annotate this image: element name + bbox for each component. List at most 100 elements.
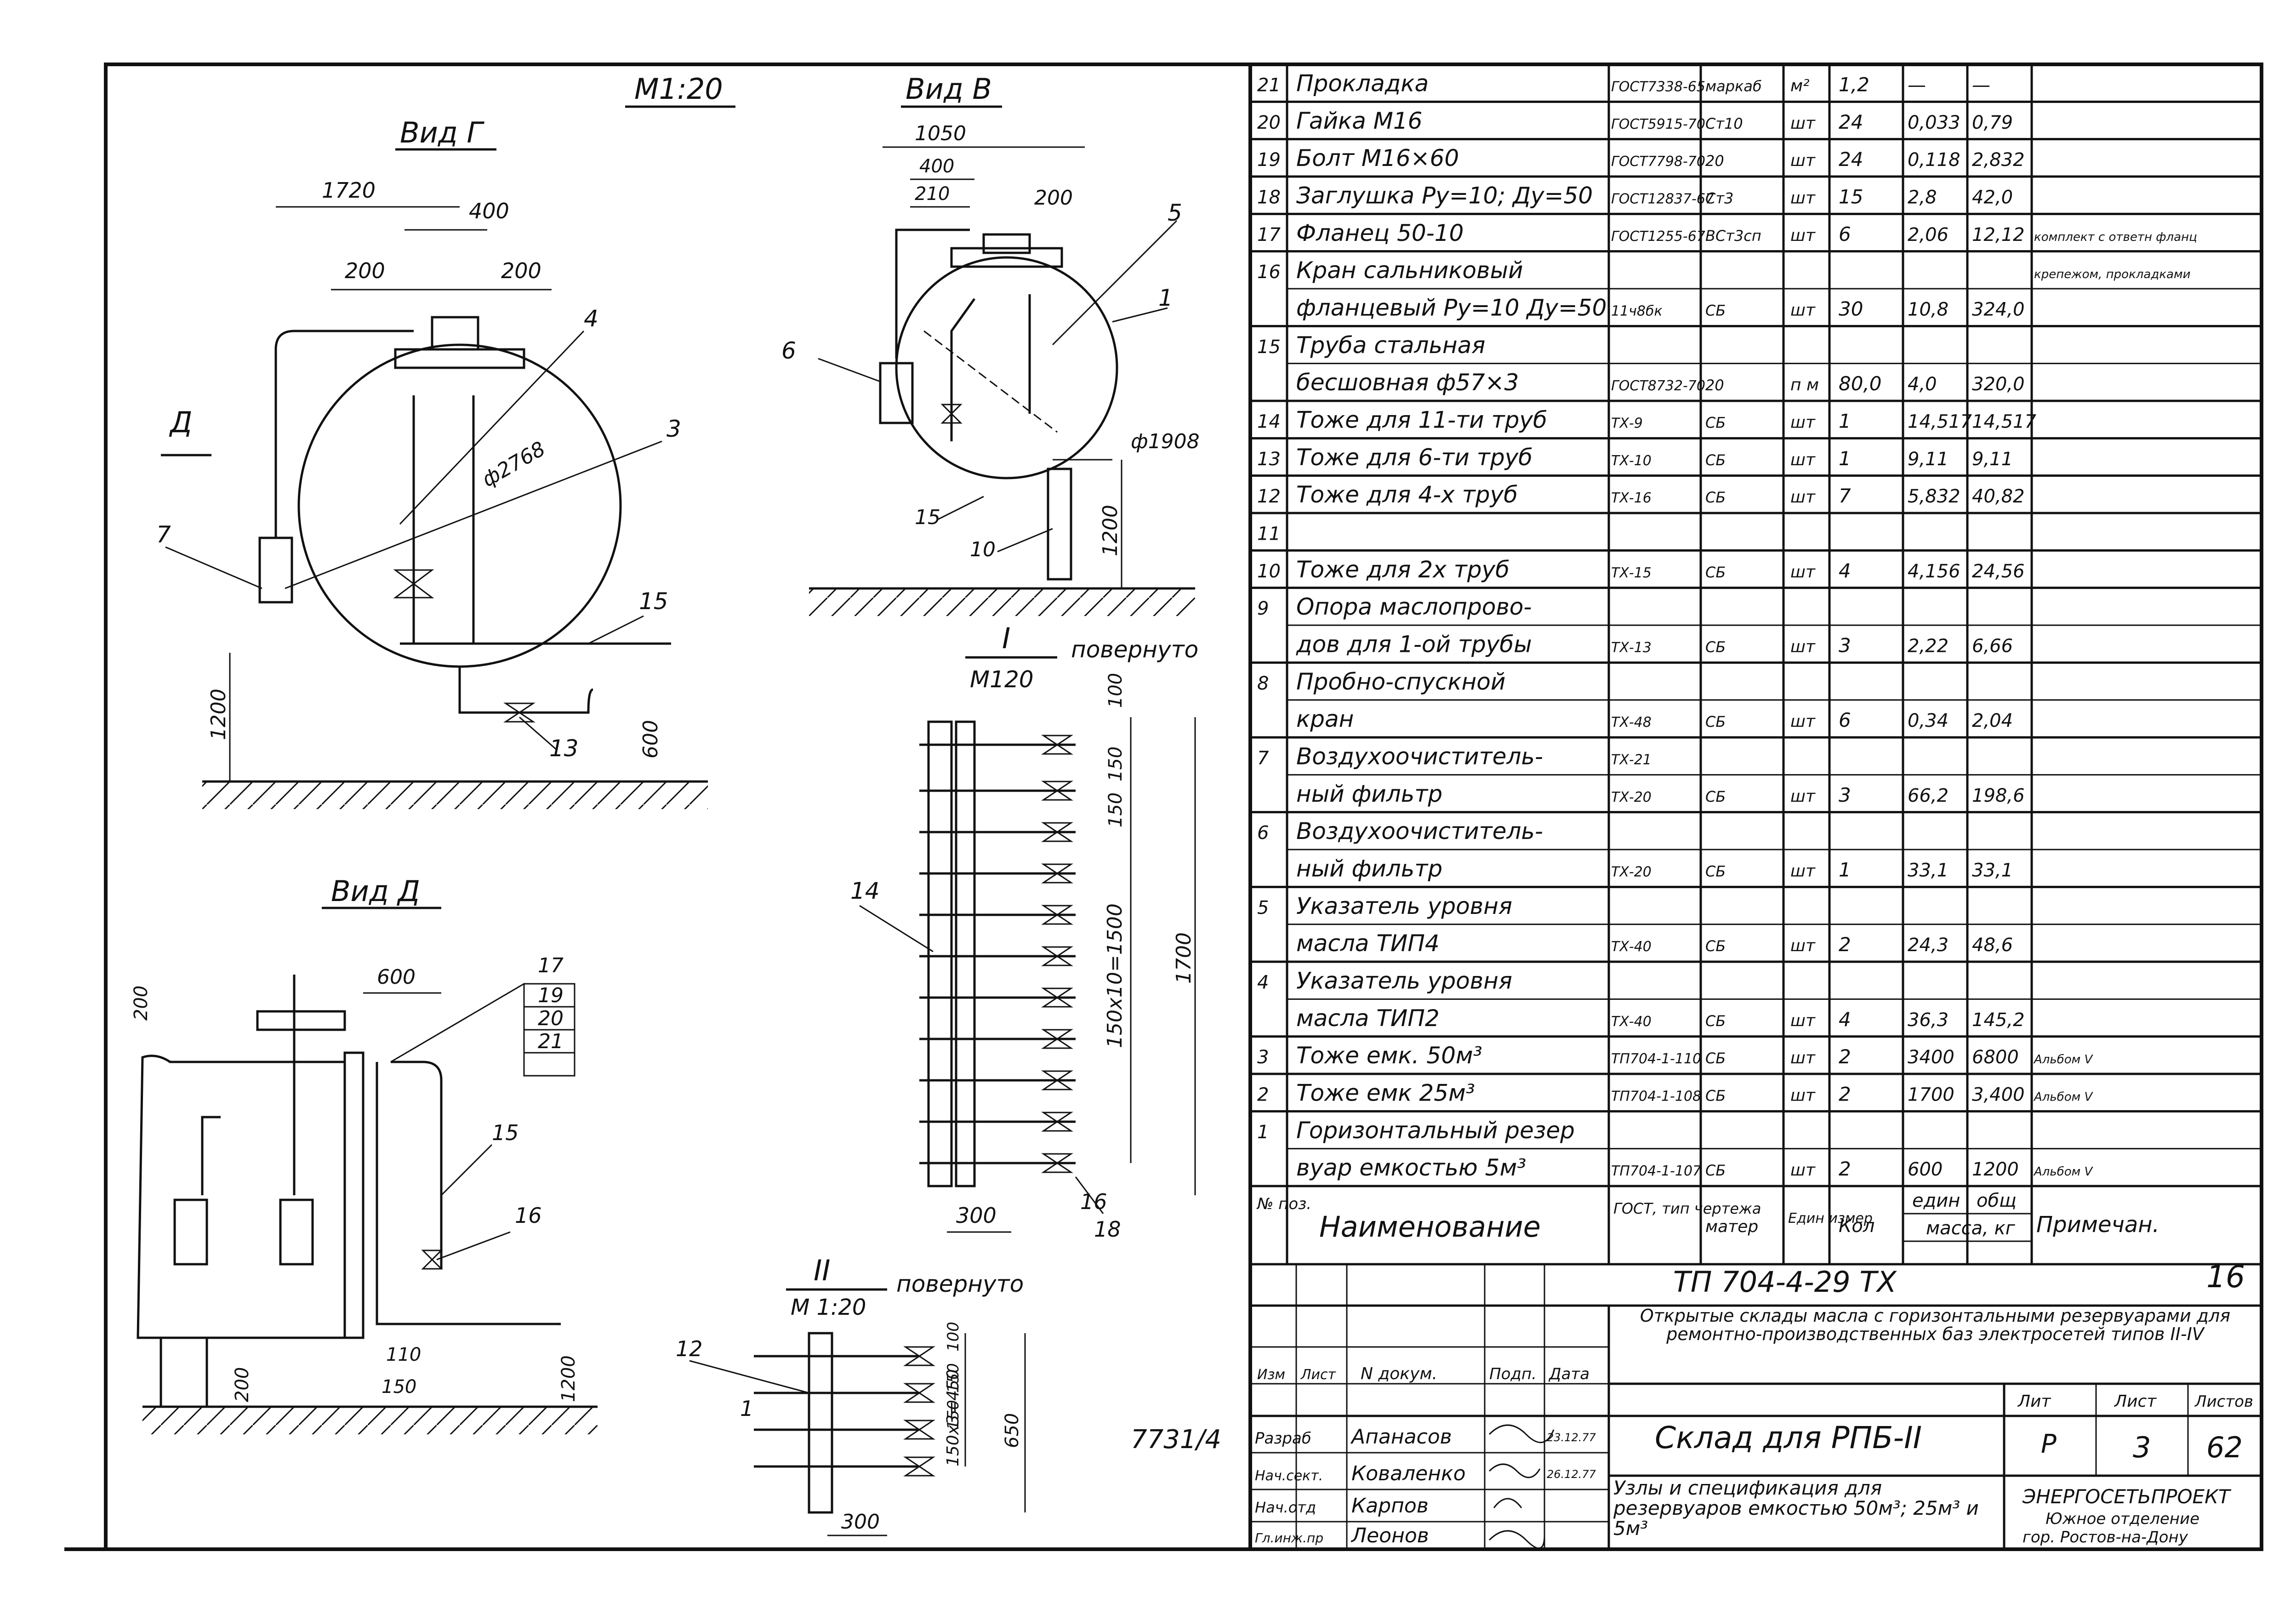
- spec-cell-name: дов для 1-ой трубы: [1296, 631, 1532, 658]
- spec-cell-m2: 145,2: [1972, 1010, 2025, 1031]
- spec-cell-name: Указатель уровня: [1296, 893, 1512, 919]
- spec-cell-pos: 11: [1257, 524, 1281, 545]
- callout-6: 6: [781, 337, 796, 364]
- signature-2: [1493, 1498, 1522, 1508]
- section-1-rotated: повернуто: [1071, 636, 1198, 663]
- spec-cell-unit: м²: [1790, 77, 1810, 96]
- object-name: Склад для РПБ-II: [1655, 1420, 1922, 1455]
- spec-cell-m1: 5,832: [1908, 486, 1960, 507]
- name-2: Карпов: [1351, 1494, 1429, 1518]
- spec-cell-m2: 2,832: [1972, 149, 2025, 171]
- dim-text: 150: [1105, 793, 1126, 827]
- spec-cell-name: Тоже емк. 50м³: [1296, 1042, 1482, 1069]
- dim-text: 400: [469, 199, 509, 223]
- spec-cell-m2: 48,6: [1972, 935, 2013, 956]
- spec-cell-m2: 33,1: [1972, 860, 2013, 881]
- air-filter: [258, 536, 293, 604]
- sheet-frame: [104, 63, 2263, 1551]
- spec-cell-qty: 6: [1839, 709, 1851, 731]
- callout-18: 18: [1094, 1217, 1121, 1242]
- dim-text: 100: [1105, 673, 1126, 708]
- spec-cell-name: масла ТИП2: [1296, 1005, 1440, 1032]
- scale-main: М1:20: [634, 72, 723, 106]
- spec-cell-mat: СБ: [1705, 489, 1726, 506]
- spec-cell-unit: шт: [1790, 413, 1816, 432]
- sheets-value: 62: [2206, 1431, 2243, 1464]
- section-1-scale: М120: [970, 666, 1034, 693]
- spec-cell-unit: шт: [1790, 1086, 1816, 1105]
- signature-0: [1488, 1424, 1555, 1444]
- spec-cell-m2: 1200: [1972, 1159, 2019, 1180]
- tank-shell: [297, 343, 622, 668]
- spec-cell-pos: 2: [1257, 1084, 1269, 1106]
- section-1-mark: I: [1002, 622, 1010, 655]
- dim-text: 1200: [1099, 505, 1122, 556]
- spec-cell-name: Кран сальниковый: [1296, 257, 1523, 284]
- dim-text: 1200: [207, 689, 230, 740]
- dim-text: 400: [919, 156, 954, 177]
- spec-cell-m1: 0,118: [1908, 149, 1960, 171]
- spec-cell-m1: 14,517: [1908, 411, 1972, 433]
- contents: Узлы и спецификация для резервуаров емко…: [1613, 1478, 1979, 1540]
- branch-valves: [919, 735, 1076, 1173]
- dim-text: 150: [1105, 747, 1126, 782]
- spec-cell-unit: п м: [1790, 376, 1819, 394]
- spec-cell-m2: 320,0: [1972, 374, 2025, 395]
- spec-cell-m2: 3,400: [1972, 1084, 2025, 1106]
- spec-cell-mat: 20: [1705, 377, 1724, 394]
- spec-cell-qty: 15: [1839, 186, 1863, 208]
- spec-cell-qty: 2: [1839, 1045, 1851, 1068]
- spec-cell-name: Тоже для 2х труб: [1296, 556, 1510, 583]
- callout-19: 19: [538, 984, 564, 1007]
- spec-cell-name: Указатель уровня: [1296, 968, 1512, 994]
- spec-cell-mat: СБ: [1705, 451, 1726, 469]
- spec-cell-name: вуар емкостью 5м³: [1296, 1154, 1526, 1181]
- dim-text: 1050: [915, 122, 966, 145]
- hdr-pos: № поз.: [1256, 1195, 1311, 1213]
- spec-cell-doc: ТХ-13: [1611, 640, 1652, 656]
- spec-cell-name: Заглушка Ру=10; Ду=50: [1296, 183, 1593, 209]
- spec-cell-unit: шт: [1790, 151, 1816, 170]
- dim-text: 650: [1002, 1413, 1023, 1448]
- contents-box: Узлы и спецификация для резервуаров емко…: [1613, 1478, 1979, 1540]
- name-1: Коваленко: [1351, 1462, 1466, 1485]
- callout-13: 13: [549, 735, 579, 762]
- spec-cell-name: Опора маслопрово-: [1296, 593, 1532, 620]
- spec-cell-doc: ГОСТ12837-67: [1611, 191, 1714, 207]
- spec-cell-m2: 6,66: [1972, 636, 2013, 657]
- spec-cell-pos: 19: [1257, 149, 1281, 171]
- spec-cell-m2: 6800: [1972, 1047, 2019, 1068]
- dim-text: ф1908: [1131, 430, 1200, 453]
- spec-cell-name: Пробно-спускной: [1296, 668, 1505, 695]
- dim-text: 150х3=450: [944, 1369, 963, 1466]
- callout-1: 1: [1158, 285, 1173, 311]
- spec-cell-pos: 21: [1257, 75, 1281, 96]
- project-title-box: Открытые склады масла с горизонтальными …: [1640, 1307, 2231, 1344]
- spec-cell-unit: шт: [1790, 936, 1816, 955]
- spec-cell-doc: ТХ-15: [1611, 565, 1652, 581]
- spec-cell-mat: СБ: [1705, 564, 1726, 581]
- project-title: Открытые склады масла с горизонтальными …: [1640, 1307, 2231, 1344]
- view-v-title: Вид В: [906, 72, 992, 106]
- spec-cell-unit: шт: [1790, 226, 1816, 245]
- spec-cell-qty: 2: [1839, 1158, 1851, 1180]
- spec-cell-mat: Ст10: [1705, 115, 1743, 132]
- date-1: 26.12.77: [1547, 1468, 1596, 1481]
- spec-cell-m2: 12,12: [1972, 224, 2025, 245]
- view-d-title: Вид Д: [331, 874, 420, 908]
- dim-text: 150х10=1500: [1103, 903, 1127, 1048]
- spec-cell-qty: 1: [1839, 859, 1851, 881]
- spec-cell-unit: шт: [1790, 1049, 1816, 1067]
- view-v: Вид В 1050 400 210 200 ф1908 1200 5 1 6 …: [781, 72, 1200, 616]
- spec-cell-mat: СБ: [1705, 713, 1726, 730]
- spec-cell-doc: ТХ-16: [1611, 490, 1652, 506]
- spec-cell-doc: ГОСТ7338-65: [1611, 79, 1705, 95]
- spec-cell-name: ный фильтр: [1296, 781, 1442, 807]
- ground-hatch: [202, 782, 708, 809]
- section-2-mark: II: [814, 1254, 831, 1287]
- manifold: [927, 720, 953, 1187]
- spec-cell-name: Тоже емк 25м³: [1296, 1080, 1475, 1107]
- org-dept: Южное отделение: [2045, 1510, 2199, 1528]
